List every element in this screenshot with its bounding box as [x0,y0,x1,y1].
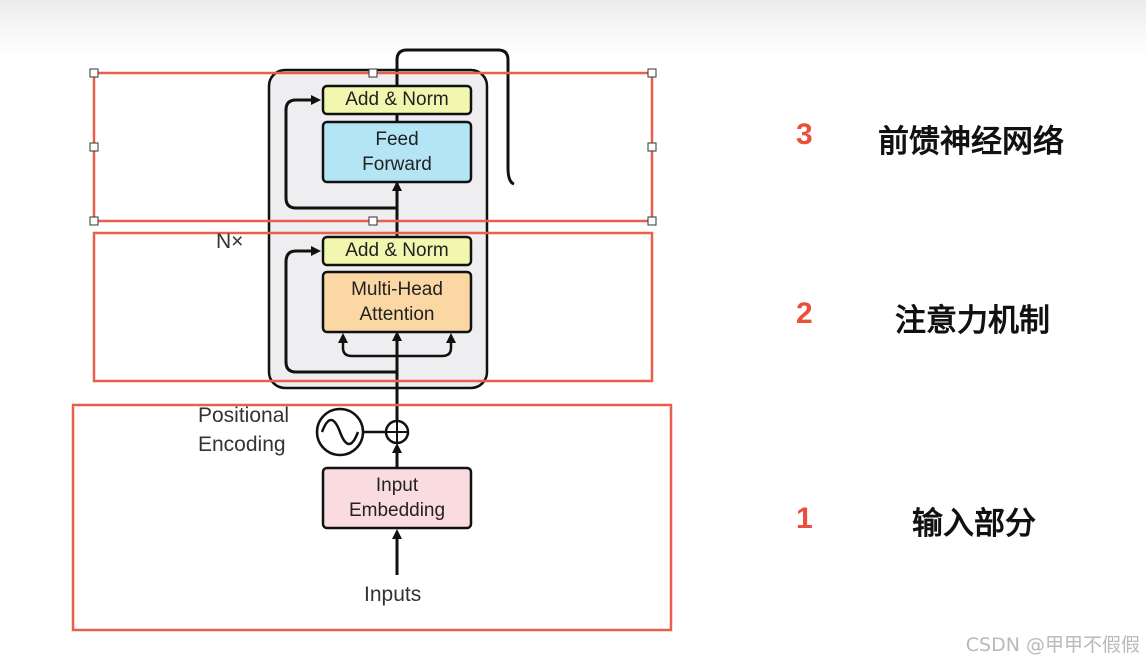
multi-head-attention-label: Multi-Head Attention [323,272,471,332]
positional-encoding-label: Positional Encoding [198,401,289,459]
attention-fork-right [397,333,456,358]
encoder-output-line [395,48,515,198]
section-title-attention: 注意力机制 [895,303,1050,339]
residual-connection-attention [284,246,397,374]
watermark: CSDN @甲甲不假假 [965,634,1140,656]
feed-forward-line-2: Forward [362,154,432,175]
section-number-2: 2 [796,297,813,330]
section-number-3: 3 [796,118,813,151]
selection-handles [89,68,657,226]
section-number-1: 1 [796,502,813,535]
feed-forward-label: Feed Forward [323,122,471,182]
add-norm-bottom-label: Add & Norm [345,240,449,261]
multi-head-attention-line-1: Multi-Head [351,279,443,300]
multi-head-attention-box [321,270,473,334]
section-title-feed-forward: 前馈神经网络 [878,124,1064,160]
repeat-n-label: N× [216,230,244,253]
input-embedding-box [321,466,473,530]
input-embedding-line-1: Input [375,475,419,496]
multi-head-attention-line-2: Attention [359,304,435,325]
feed-forward-box [321,120,473,184]
positional-encoding-line-1: Positional [198,404,290,427]
add-norm-top-box [321,84,473,116]
section-title-input: 输入部分 [912,506,1036,542]
highlight-input-section [71,403,673,632]
input-embedding-line-2: Embedding [348,500,446,521]
encoder-layer-container [267,68,489,390]
residual-connection-feedforward [284,95,397,210]
input-embedding-label: Input Embedding [323,468,471,528]
add-norm-top-label: Add & Norm [345,89,449,110]
highlight-attention-section [92,231,654,383]
feed-forward-line-1: Feed [375,129,419,150]
attention-fork-left [338,333,397,358]
inputs-label: Inputs [364,583,422,606]
add-norm-bottom-box [321,235,473,267]
positional-encoding-line-2: Encoding [198,433,286,456]
